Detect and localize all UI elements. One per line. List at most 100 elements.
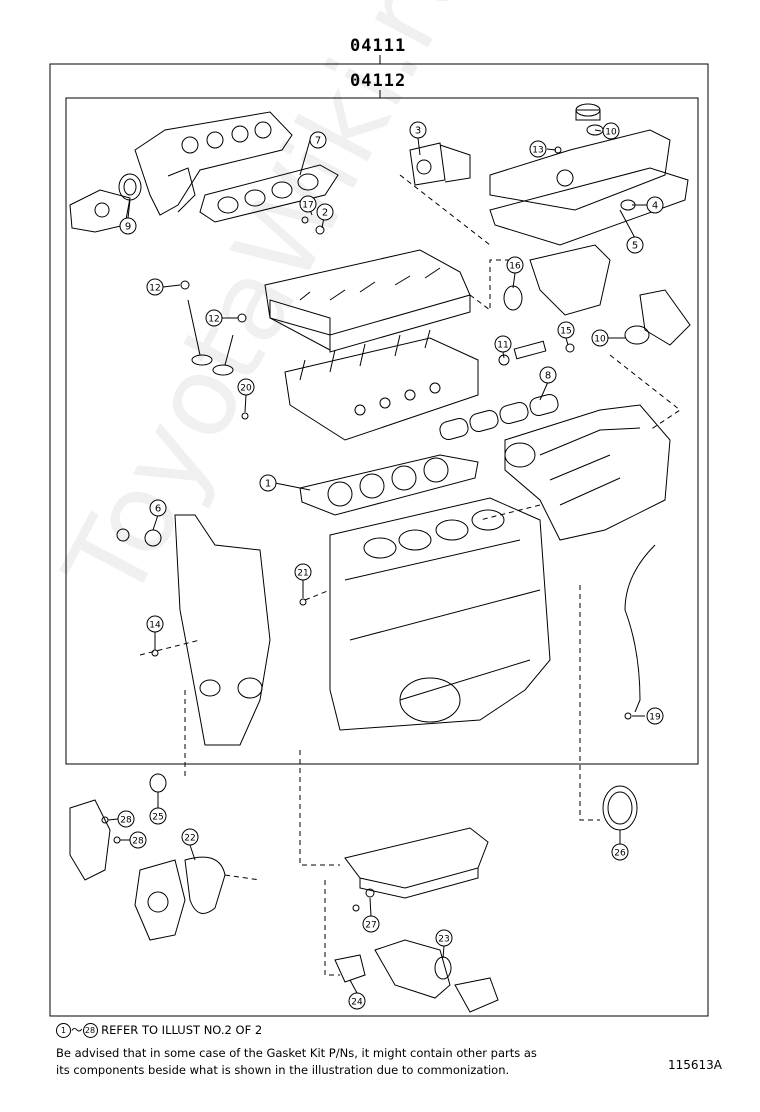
oil-dipstick: [624, 544, 656, 713]
rear-oil-seal: [602, 785, 638, 831]
callout-circle: [146, 278, 164, 296]
advisory-line-2: its components beside what is shown in t…: [56, 1063, 510, 1077]
callout-circle: [205, 309, 223, 327]
callout-circle: [299, 195, 317, 213]
callout-circle: [181, 828, 199, 846]
advisory-line-1: Be advised that in some case of the Gask…: [56, 1046, 537, 1060]
callout-circle: [602, 122, 620, 140]
exhaust-manifold-gasket: [199, 164, 339, 223]
callout-number: 6: [155, 504, 161, 515]
callout-circle: [506, 256, 524, 274]
callout-circle: [117, 810, 135, 828]
callout-layer: 1234567891010111212131415161719202122232…: [117, 121, 664, 1010]
callout-circle: [435, 929, 453, 947]
callout-number: 11: [497, 341, 508, 351]
callout-circle: [591, 329, 609, 347]
callout-circle: [646, 196, 664, 214]
oil-filler-cap: [575, 103, 601, 121]
callout-leaders: [107, 129, 648, 994]
cylinder-block: [329, 497, 551, 731]
callout-circle: [409, 121, 427, 139]
ref-start-circle: 1: [56, 1023, 71, 1038]
callout-15: 15: [557, 321, 575, 339]
callout-circle: [149, 807, 167, 825]
kit-code-label: 04111: [350, 36, 407, 56]
callout-number: 16: [509, 262, 521, 272]
callout-number: 17: [302, 201, 313, 211]
callout-5: 5: [626, 236, 644, 254]
callout-24: 24: [348, 992, 366, 1010]
reference-note: 1～28 REFER TO ILLUST NO.2 OF 2: [56, 1023, 262, 1038]
callout-6: 6: [149, 499, 167, 517]
callout-22: 22: [181, 828, 199, 846]
callout-circle: [626, 236, 644, 254]
callout-20: 20: [237, 378, 255, 396]
callout-3: 3: [409, 121, 427, 139]
callout-circle: [119, 217, 137, 235]
callout-number: 8: [545, 371, 551, 382]
intake-manifold-gasket: [439, 393, 559, 441]
callout-7: 7: [309, 131, 327, 149]
callout-circle: [611, 843, 629, 861]
callout-19: 19: [646, 707, 664, 725]
cylinder-head-gasket: [299, 454, 479, 516]
callout-8: 8: [539, 366, 557, 384]
callout-circle: [294, 563, 312, 581]
water-pump: [69, 799, 186, 941]
callout-16: 16: [506, 256, 524, 274]
callout-number: 5: [632, 241, 638, 252]
callout-number: 26: [614, 849, 626, 859]
callout-number: 28: [120, 816, 132, 826]
camshaft-housing: [264, 249, 471, 353]
oil-pan: [344, 827, 489, 899]
callout-number: 2: [322, 208, 328, 219]
valves: [187, 299, 234, 376]
callout-circle: [348, 992, 366, 1010]
callout-circle: [494, 335, 512, 353]
water-pump-gasket: [184, 856, 226, 914]
callout-28: 28: [117, 810, 135, 828]
callout-circle: [259, 474, 277, 492]
callout-number: 27: [365, 921, 376, 931]
callout-number: 7: [315, 136, 321, 147]
callout-number: 12: [208, 315, 219, 325]
water-outlet: [529, 244, 611, 316]
callout-10: 10: [591, 329, 609, 347]
callout-number: 14: [149, 621, 161, 631]
callout-25: 25: [149, 807, 167, 825]
illustration-id: 115613A: [668, 1058, 723, 1072]
callout-4: 4: [646, 196, 664, 214]
callout-28: 28: [129, 831, 147, 849]
callout-circle: [362, 915, 380, 933]
callout-17: 17: [299, 195, 317, 213]
callout-number: 4: [652, 201, 658, 212]
callout-number: 9: [125, 222, 131, 233]
callout-2: 2: [316, 203, 334, 221]
callout-number: 28: [132, 837, 144, 847]
callout-10: 10: [602, 122, 620, 140]
callout-circle: [149, 499, 167, 517]
exhaust-manifold: [69, 111, 293, 233]
callout-23: 23: [435, 929, 453, 947]
callout-number: 13: [532, 146, 543, 156]
callout-circle: [146, 615, 164, 633]
callout-number: 20: [240, 384, 252, 394]
callout-number: 23: [438, 935, 449, 945]
ref-end-circle: 28: [82, 1023, 98, 1038]
callout-number: 25: [152, 813, 163, 823]
callout-circle: [557, 321, 575, 339]
callout-12: 12: [146, 278, 164, 296]
callout-circle: [316, 203, 334, 221]
callout-number: 1: [265, 479, 271, 490]
timing-chain-cover: [174, 514, 271, 746]
cylinder-head: [284, 329, 479, 441]
callout-number: 24: [351, 998, 363, 1008]
inner-kit-frame: [65, 97, 699, 765]
callout-circle: [646, 707, 664, 725]
callout-26: 26: [611, 843, 629, 861]
callout-number: 19: [649, 713, 661, 723]
callout-21: 21: [294, 563, 312, 581]
oil-seal-9: [118, 173, 142, 201]
callout-circle: [129, 831, 147, 849]
